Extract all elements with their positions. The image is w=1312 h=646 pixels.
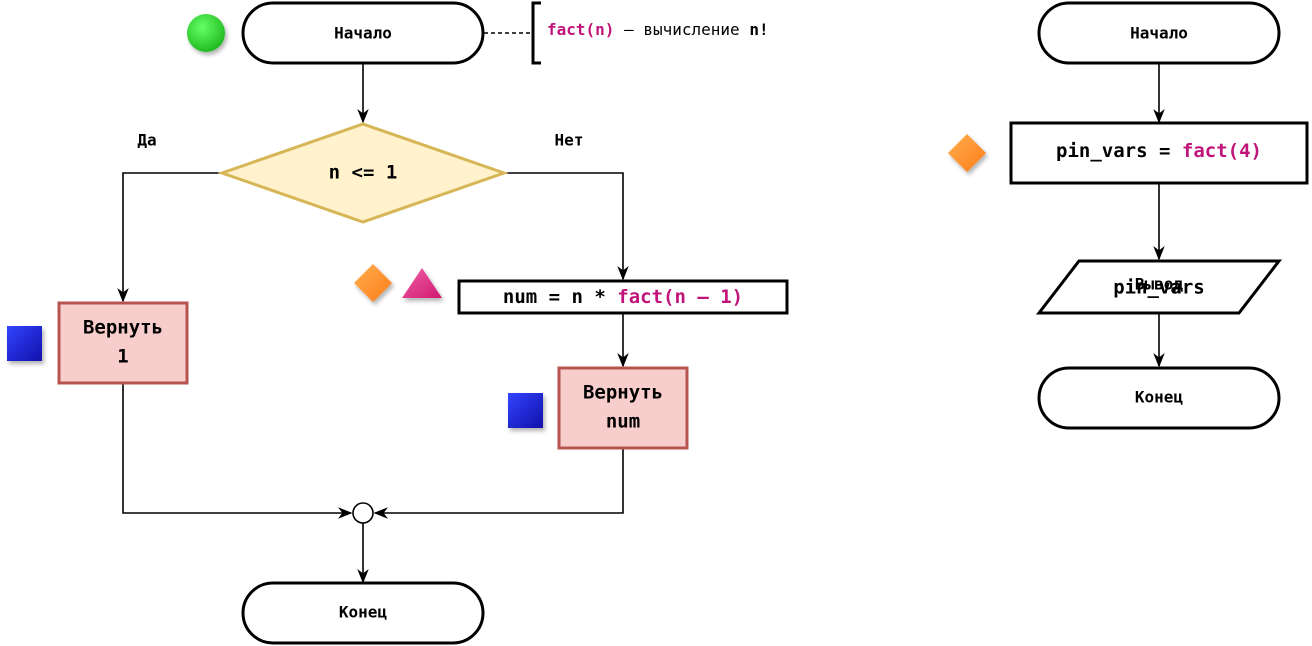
- edge-condition-no: [504, 172, 629, 281]
- left-start-terminator: Начало: [241, 1, 485, 65]
- merge-node: [352, 502, 374, 524]
- return-one-line2: 1: [117, 346, 128, 368]
- return-one-block: Вернуть 1: [57, 301, 189, 385]
- output-line2: pin_vars: [1113, 277, 1205, 299]
- edge-condition-yes: [117, 172, 222, 303]
- comment-var: n!: [749, 20, 768, 39]
- output-line1: Вывод: [1135, 275, 1184, 294]
- green-circle-icon: [187, 14, 225, 52]
- return-num-block: Вернуть num: [557, 366, 689, 450]
- left-process-block: num = n * fact(n – 1): [457, 279, 789, 315]
- right-end-label: Конец: [1135, 388, 1183, 407]
- return-num-line1: Вернуть: [583, 382, 663, 404]
- right-end-terminator: Конец: [1037, 366, 1281, 430]
- edge-return-one-to-merge: [122, 383, 353, 519]
- no-branch-label: Нет: [555, 131, 584, 150]
- left-process-lhs: num = n *: [503, 286, 617, 308]
- blue-square-icon: [7, 326, 42, 361]
- condition-label: n <= 1: [329, 162, 398, 184]
- edge-return-num-to-merge: [373, 448, 624, 519]
- right-process-call: fact(4): [1182, 140, 1262, 162]
- comment-description: вычисление: [643, 20, 749, 39]
- return-one-line1: Вернуть: [83, 317, 163, 339]
- right-process-block: pin_vars = fact(4): [1009, 121, 1309, 185]
- left-end-label: Конец: [339, 603, 387, 622]
- condition-decision: n <= 1: [217, 122, 509, 224]
- left-start-label: Начало: [334, 24, 392, 43]
- right-process-text: pin_vars = fact(4): [1056, 140, 1262, 162]
- left-connectors: [117, 63, 629, 584]
- orange-diamond-icon: [354, 264, 392, 302]
- output-block: Вывод pin_vars: [1035, 259, 1283, 315]
- comment-dash: –: [614, 20, 643, 39]
- comment-func: fact(n): [547, 20, 614, 39]
- comment-annotation: fact(n) – вычисление n!: [484, 1, 769, 65]
- left-process-call: fact(n – 1): [617, 286, 743, 308]
- blue-square-icon: [508, 393, 543, 428]
- right-process-lhs: pin_vars =: [1056, 140, 1182, 162]
- right-start-terminator: Начало: [1037, 1, 1281, 65]
- yes-branch-label: Да: [137, 131, 156, 150]
- return-num-line2: num: [606, 411, 640, 433]
- pink-triangle-icon: [402, 268, 442, 298]
- left-process-text: num = n * fact(n – 1): [503, 286, 743, 308]
- orange-diamond-icon: [948, 134, 986, 172]
- comment-text: fact(n) – вычисление n!: [547, 20, 769, 39]
- left-end-terminator: Конец: [241, 581, 485, 645]
- right-start-label: Начало: [1130, 24, 1188, 43]
